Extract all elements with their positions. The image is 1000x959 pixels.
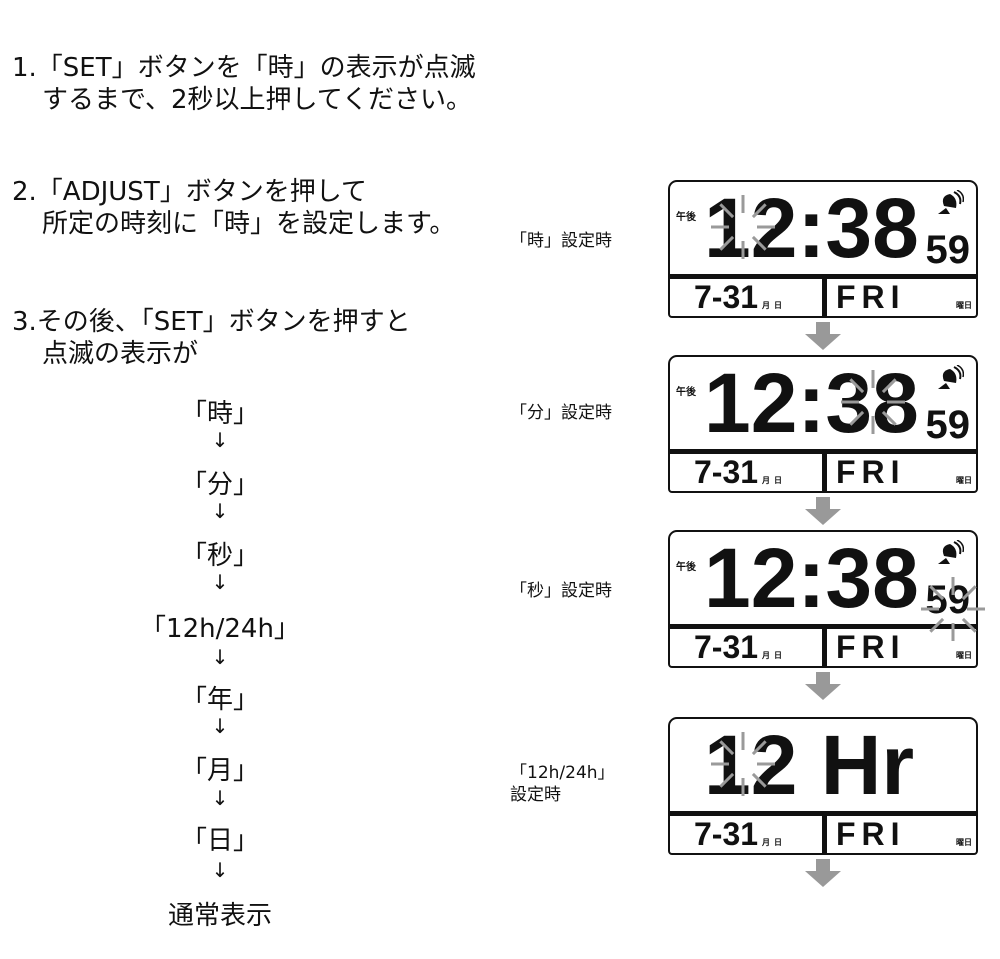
weekday: FRI — [836, 629, 906, 665]
seconds-digits: 59 — [925, 228, 971, 272]
day-unit: 日 — [774, 651, 783, 660]
weekday-display: FRI 曜日 — [836, 454, 972, 490]
clock-label: 「12h/24h」設定時 — [510, 762, 615, 806]
date-digits: 7-31 — [694, 816, 759, 852]
step-2: 2.「ADJUST」ボタンを押して所定の時刻に「時」を設定します。 — [12, 176, 455, 240]
blink-indicator-icon — [918, 574, 988, 648]
ampm-indicator: 午後 — [676, 387, 696, 398]
clock-label-line: 設定時 — [510, 785, 561, 805]
weekday-display: FRI 曜日 — [836, 629, 972, 665]
down-arrow-icon: ↓ — [211, 786, 229, 810]
flow-item: 「月」 — [180, 756, 259, 786]
day-unit: 日 — [774, 301, 783, 310]
date-digits: 7-31 — [694, 454, 759, 490]
flow-item: 通常表示 — [167, 901, 272, 931]
divider — [822, 449, 827, 491]
day-unit: 日 — [774, 476, 783, 485]
month-unit: 月 — [762, 301, 771, 310]
radio-signal-icon — [936, 539, 965, 570]
step-text: するまで、2秒以上押してください。 — [42, 85, 472, 115]
flow-item: 「12h/24h」 — [140, 614, 300, 644]
weekday: FRI — [836, 454, 906, 490]
down-arrow-icon — [805, 859, 841, 891]
weekday-display: FRI 曜日 — [836, 816, 972, 852]
divider — [822, 811, 827, 853]
blink-indicator-icon — [838, 367, 908, 441]
time-digits: 12 Hr — [704, 718, 915, 812]
clock-label-line: 「12h/24h」 — [510, 763, 615, 783]
radio-signal-icon — [936, 189, 965, 220]
weekday-unit: 曜日 — [956, 301, 972, 310]
clock-label: 「分」設定時 — [510, 403, 612, 423]
radio-signal-icon — [936, 364, 965, 395]
down-arrow-icon: ↓ — [211, 570, 229, 594]
month-unit: 月 — [762, 651, 771, 660]
flow-item: 「秒」 — [180, 541, 259, 571]
down-arrow-icon: ↓ — [211, 428, 229, 452]
step-1: 1.「SET」ボタンを「時」の表示が点滅するまで、2秒以上押してください。 — [12, 52, 476, 116]
down-arrow-icon: ↓ — [211, 714, 229, 738]
step-text: 3.その後、「SET」ボタンを押すと — [12, 307, 411, 337]
blink-indicator-icon — [708, 729, 778, 803]
month-unit: 月 — [762, 838, 771, 847]
down-arrow-icon — [805, 497, 841, 529]
seconds-digits: 59 — [925, 403, 971, 447]
weekday-display: FRI 曜日 — [836, 279, 972, 315]
weekday-unit: 曜日 — [956, 838, 972, 847]
flow-item: 「分」 — [180, 470, 259, 500]
divider — [822, 274, 827, 316]
date-digits: 7-31 — [694, 279, 759, 315]
date-digits: 7-31 — [694, 629, 759, 665]
step-text: 1.「SET」ボタンを「時」の表示が点滅 — [12, 53, 476, 83]
weekday: FRI — [836, 279, 906, 315]
step-text: 所定の時刻に「時」を設定します。 — [42, 209, 456, 239]
down-arrow-icon: ↓ — [211, 858, 229, 882]
clock-label: 「秒」設定時 — [510, 581, 612, 601]
down-arrow-icon — [805, 322, 841, 354]
time-digits: 12:38 — [704, 531, 919, 625]
flow-item: 「時」 — [180, 399, 259, 429]
month-unit: 月 — [762, 476, 771, 485]
weekday: FRI — [836, 816, 906, 852]
flow-item: 「日」 — [180, 826, 259, 856]
step-text: 2.「ADJUST」ボタンを押して — [12, 177, 367, 207]
ampm-indicator: 午後 — [676, 562, 696, 573]
blink-indicator-icon — [708, 192, 778, 266]
step-3: 3.その後、「SET」ボタンを押すと点滅の表示が — [12, 306, 411, 370]
weekday-unit: 曜日 — [956, 476, 972, 485]
down-arrow-icon: ↓ — [211, 645, 229, 669]
weekday-unit: 曜日 — [956, 651, 972, 660]
time-digits: 12:38 — [704, 356, 919, 450]
time-digits: 12:38 — [704, 181, 919, 275]
step-text: 点滅の表示が — [42, 339, 199, 369]
clock-label: 「時」設定時 — [510, 231, 612, 251]
down-arrow-icon — [805, 672, 841, 704]
ampm-indicator: 午後 — [676, 212, 696, 223]
divider — [822, 624, 827, 666]
flow-item: 「年」 — [180, 685, 259, 715]
seconds-digits: 59 — [925, 578, 971, 622]
down-arrow-icon: ↓ — [211, 499, 229, 523]
day-unit: 日 — [774, 838, 783, 847]
